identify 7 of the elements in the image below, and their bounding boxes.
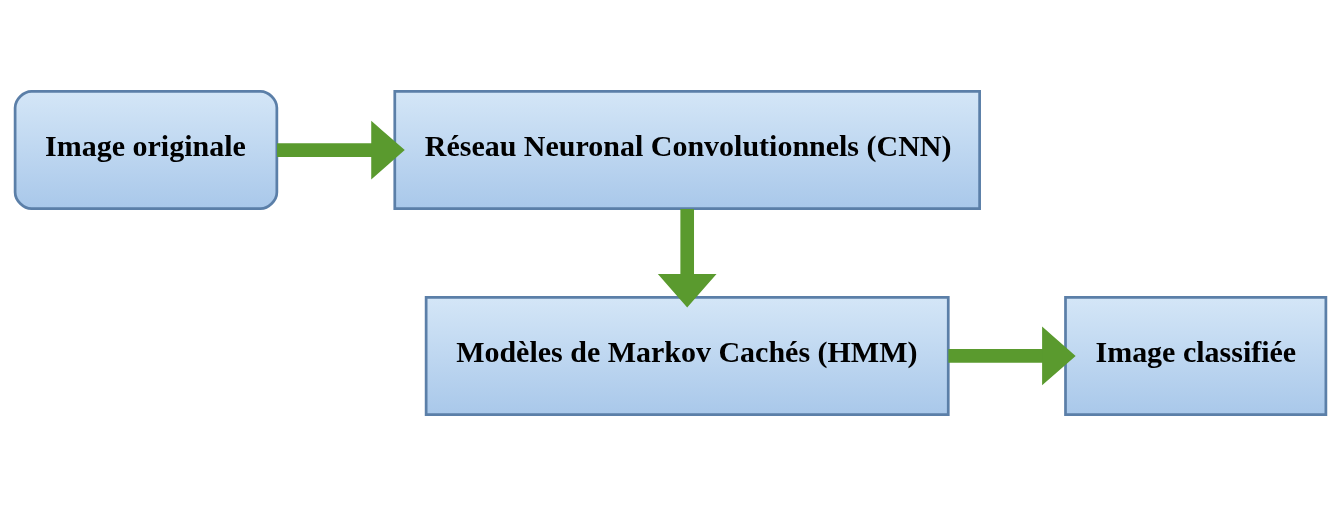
arrow (657, 209, 717, 308)
arrow (948, 326, 1076, 386)
node-box: Image classifiée (1064, 295, 1328, 416)
arrow (277, 120, 405, 180)
node-box: Modèles de Markov Cachés (HMM) (424, 295, 950, 416)
node-box: Réseau Neuronal Convolutionnels (CNN) (393, 90, 981, 211)
node-box: Image originale (13, 90, 279, 211)
